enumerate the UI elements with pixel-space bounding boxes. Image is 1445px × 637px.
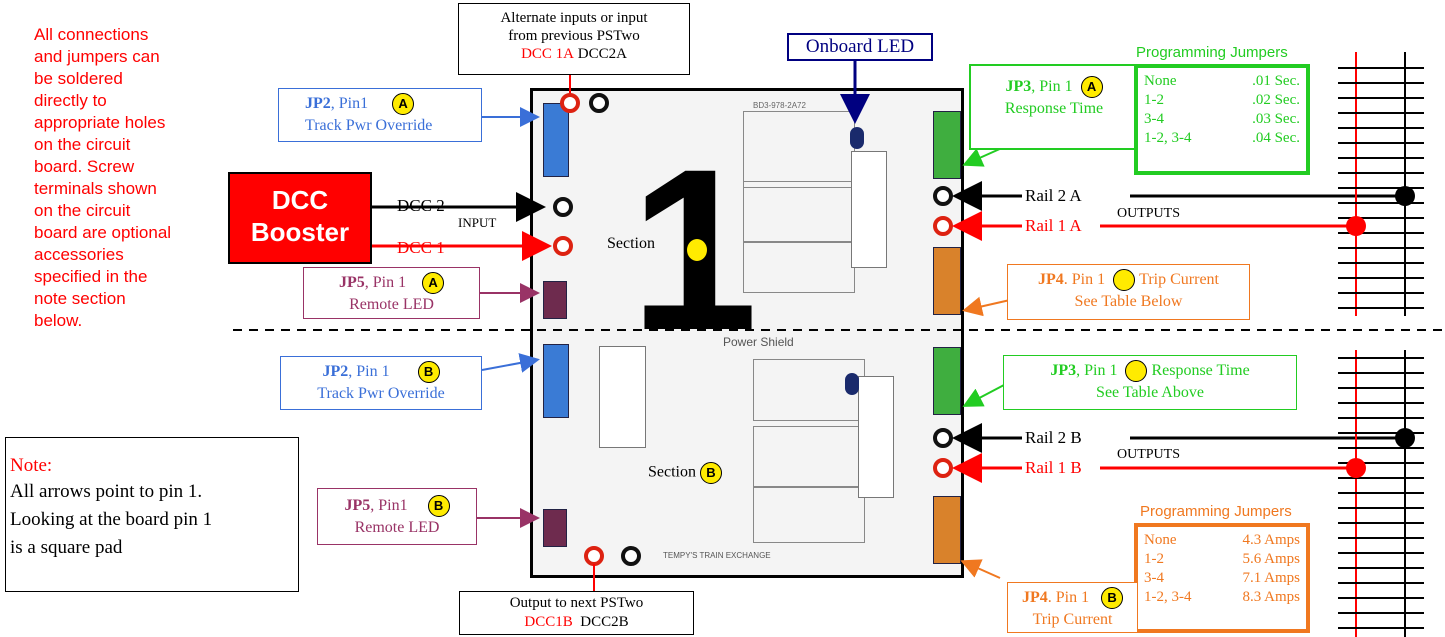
onboard-led-label: Onboard LED bbox=[787, 33, 933, 61]
input-label: INPUT bbox=[458, 215, 497, 230]
outputs-a-label: OUTPUTS bbox=[1117, 206, 1181, 221]
dcc1b-terminal bbox=[584, 546, 604, 566]
section-b-marker: B bbox=[1101, 587, 1124, 610]
empty-marker bbox=[1113, 269, 1136, 292]
led-component bbox=[845, 373, 859, 395]
section-b-marker: B bbox=[700, 462, 722, 484]
board-part-number: BD3-978-2A72 bbox=[753, 101, 806, 110]
dcc1-input-label: DCC 1 bbox=[397, 238, 445, 257]
dcc2b-label: DCC2B bbox=[580, 614, 629, 630]
dcc1a-label: DCC 1A bbox=[521, 46, 574, 62]
dcc2-input-terminal bbox=[553, 197, 573, 217]
connection-note: All connections and jumpers can be solde… bbox=[34, 25, 172, 330]
jp3a-label: JP3, Pin 1 A Response Time bbox=[969, 64, 1139, 150]
section-a-marker: A bbox=[422, 272, 445, 295]
rail2b-feeder-dot bbox=[1395, 428, 1415, 448]
section-b-label: Section B bbox=[648, 462, 722, 484]
board-component bbox=[858, 376, 894, 498]
dcc1a-terminal bbox=[560, 93, 580, 113]
jp4a-arrow bbox=[962, 296, 1011, 317]
board-title: Power Shield bbox=[723, 335, 794, 349]
board-component bbox=[599, 346, 646, 448]
jp4b-arrow bbox=[960, 559, 1001, 579]
jp2a-label: JP2, Pin1 A Track Pwr Override bbox=[278, 88, 482, 142]
section-a-marker: A bbox=[1080, 76, 1103, 99]
section-b-marker: B bbox=[427, 495, 450, 518]
rail1a-feeder-dot bbox=[1346, 216, 1366, 236]
rail2a-terminal bbox=[933, 186, 953, 206]
jp2b-terminal bbox=[543, 344, 569, 418]
rail2b-label: Rail 2 B bbox=[1025, 428, 1082, 447]
dcc2a-terminal bbox=[589, 93, 609, 113]
rail2b-terminal bbox=[933, 428, 953, 448]
board-relay-bot-4 bbox=[753, 486, 865, 543]
section-b-marker: B bbox=[417, 361, 440, 384]
section-a-marker: A bbox=[392, 93, 415, 116]
note-line: is a square pad bbox=[10, 537, 123, 558]
section-a-label: Section bbox=[607, 235, 655, 252]
jp5a-label: JP5, Pin 1 A Remote LED bbox=[303, 267, 480, 319]
dcc1-input-terminal bbox=[553, 236, 573, 256]
onboard-led-component bbox=[850, 127, 864, 149]
jp2a-terminal bbox=[543, 103, 569, 177]
board-maker: TEMPY'S TRAIN EXCHANGE bbox=[663, 551, 771, 560]
dcc2a-label: DCC2A bbox=[577, 46, 627, 62]
board-component bbox=[851, 151, 887, 268]
rail1a-terminal bbox=[933, 216, 953, 236]
track-ties bbox=[1338, 67, 1424, 629]
track-upper bbox=[1355, 52, 1406, 316]
jp3b-label: JP3, Pin 1 Response Time See Table Above bbox=[1003, 355, 1297, 410]
rail1a-label: Rail 1 A bbox=[1025, 216, 1082, 235]
rail1b-terminal bbox=[933, 458, 953, 478]
note-line: All arrows point to pin 1. bbox=[10, 481, 203, 502]
dcc-booster-block: DCC Booster bbox=[228, 172, 372, 264]
table-row: 3-4.03 Sec. bbox=[1144, 111, 1300, 127]
rail2a-label: Rail 2 A bbox=[1025, 186, 1082, 205]
jp4a-terminal bbox=[933, 247, 961, 315]
outputs-b-label: OUTPUTS bbox=[1117, 447, 1181, 462]
pin-note-box: Note: All arrows point to pin 1. Looking… bbox=[5, 437, 299, 592]
dcc1b-label: DCC1B bbox=[524, 614, 573, 630]
jp5b-label: JP5, Pin1 B Remote LED bbox=[317, 488, 477, 545]
jp2b-arrow bbox=[481, 353, 540, 373]
table-row: None.01 Sec. bbox=[1144, 73, 1300, 89]
note-title: Note: bbox=[10, 455, 53, 476]
dcc2b-terminal bbox=[621, 546, 641, 566]
rail1b-label: Rail 1 B bbox=[1025, 458, 1082, 477]
next-pstwo-output-box: Output to next PSTwo DCC1B DCC2B bbox=[459, 591, 694, 635]
prog-time-title: Programming Jumpers bbox=[1136, 44, 1288, 61]
jp4b-label: JP4. Pin 1 B Trip Current bbox=[1007, 582, 1138, 633]
note-line: Looking at the board pin 1 bbox=[10, 509, 213, 530]
rail1b-feeder-dot bbox=[1346, 458, 1366, 478]
jp3b-arrow bbox=[962, 384, 1005, 407]
jp5b-terminal bbox=[543, 509, 567, 547]
prog-amps-title: Programming Jumpers bbox=[1140, 503, 1292, 520]
circuit-board: Power Shield BD3-978-2A72 TEMPY'S TRAIN … bbox=[530, 88, 964, 578]
prog-time-table: None.01 Sec. 1-2.02 Sec. 3-4.03 Sec. 1-2… bbox=[1134, 64, 1310, 175]
jp2b-label: JP2, Pin 1 B Track Pwr Override bbox=[280, 356, 482, 410]
section-a-circle bbox=[686, 238, 708, 262]
table-row: 1-2, 3-4.04 Sec. bbox=[1144, 130, 1300, 146]
rail2a-feeder-dot bbox=[1395, 186, 1415, 206]
alternate-input-box: Alternate inputs or input from previous … bbox=[458, 3, 690, 75]
table-row: 1-2.02 Sec. bbox=[1144, 92, 1300, 108]
jp3b-terminal bbox=[933, 347, 961, 415]
jp3a-terminal bbox=[933, 111, 961, 179]
jp5a-terminal bbox=[543, 281, 567, 319]
dcc2-input-label: DCC 2 bbox=[397, 196, 445, 215]
empty-marker bbox=[1125, 360, 1148, 383]
board-relay-top bbox=[743, 111, 855, 188]
jp4b-terminal bbox=[933, 496, 961, 564]
jp4a-label: JP4. Pin 1 Trip Current See Table Below bbox=[1007, 264, 1250, 320]
